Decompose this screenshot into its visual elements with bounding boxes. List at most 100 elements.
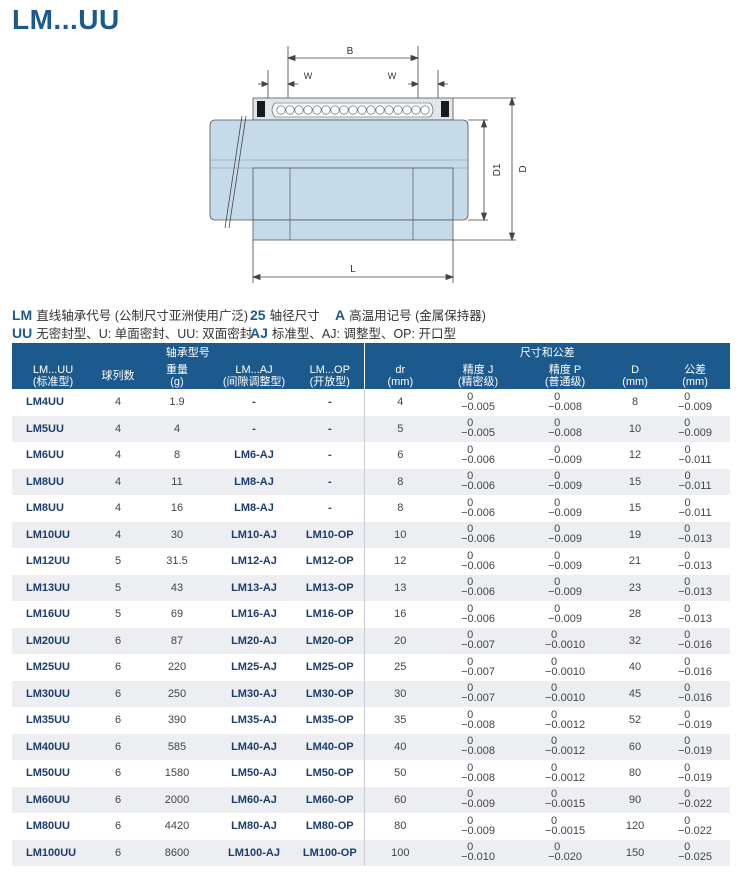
cell-tolerance-lower: −0.019 — [678, 745, 713, 758]
cell-precision-p-lower: −0.0015 — [545, 798, 586, 811]
cell-outer-diameter: 19 — [610, 521, 661, 548]
cell-precision-p: 0−0.009 — [520, 495, 610, 522]
cell-tolerance: 0−0.019 — [660, 733, 731, 760]
cell-precision-j-upper: 0 — [467, 655, 474, 668]
cell-tolerance-lower: −0.022 — [678, 824, 713, 837]
cell-precision-j-values: 0−0.009 — [461, 815, 495, 836]
cell-precision-p-values: 0−0.020 — [548, 842, 583, 864]
cell-model-aj: LM30-AJ — [212, 680, 296, 707]
cell-tolerance-values: 0−0.013 — [678, 603, 712, 624]
cell-weight: 43 — [142, 574, 212, 601]
cell-weight: 2000 — [142, 786, 212, 813]
specification-table: 轴承型号 尺寸和公差 LM...UU(标准型)球列数重量(g)LM...AJ(间… — [12, 343, 731, 866]
cell-model-op: LM25-OP — [296, 654, 365, 681]
cell-precision-j-values: 0−0.007 — [461, 683, 495, 704]
cell-model-uu: LM5UU — [12, 415, 94, 442]
cell-tolerance-upper: 0 — [684, 788, 691, 801]
cell-dr: 12 — [394, 555, 407, 568]
cell-precision-j-values: 0−0.005 — [461, 391, 495, 412]
cell-tolerance-lower: −0.013 — [678, 586, 713, 599]
cell-outer-diameter: 23 — [610, 574, 661, 601]
cell-precision-j-upper: 0 — [467, 629, 474, 642]
cell-precision-p: 0−0.008 — [520, 415, 611, 442]
cell-model-uu: LM20UU — [12, 627, 94, 654]
cell-tolerance: 0−0.025 — [660, 839, 731, 866]
cell-model-op: - — [296, 389, 365, 416]
cell-precision-p-upper: 0 — [554, 417, 561, 430]
cell-model-op: LM20-OP — [296, 627, 365, 654]
cell-dr: 20 — [364, 627, 437, 654]
cell-precision-j: 0−0.006 — [436, 468, 521, 495]
cell-tolerance-values: 0−0.013 — [678, 577, 713, 599]
cell-precision-p-values: 0−0.0010 — [545, 656, 585, 677]
cell-weight: 30 — [142, 521, 212, 548]
cell-model-op: - — [296, 415, 365, 442]
cell-precision-p-lower: −0.009 — [548, 559, 583, 572]
cell-precision-j-values: 0−0.009 — [461, 789, 495, 810]
cell-dr: 6 — [397, 449, 404, 462]
cell-precision-j-values: 0−0.006 — [461, 550, 495, 571]
cell-dr: 16 — [394, 608, 407, 621]
cell-precision-p-upper: 0 — [554, 576, 561, 589]
cell-precision-j-lower: −0.005 — [461, 427, 496, 440]
dimension-d — [453, 96, 516, 242]
cell-precision-p-values: 0−0.008 — [548, 391, 583, 413]
column-header-line-2: (普通级) — [544, 376, 586, 388]
column-header-line-1: LM...OP — [309, 364, 350, 376]
legend-code-aj: AJ — [250, 325, 268, 341]
cell-precision-j: 0−0.008 — [436, 760, 520, 787]
cell-tolerance-lower: −0.025 — [678, 851, 713, 864]
cell-tolerance-values: 0−0.013 — [678, 523, 712, 545]
cell-precision-p-values: 0−0.0012 — [545, 709, 585, 730]
cell-tolerance-values: 0−0.016 — [678, 630, 712, 651]
cell-precision-j-values: 0−0.007 — [461, 655, 495, 677]
cell-precision-p-lower: −0.008 — [548, 400, 583, 413]
cell-precision-j-lower: −0.006 — [461, 453, 496, 466]
cell-tolerance: 0−0.009 — [660, 389, 730, 416]
legend-text-aj: 标准型、AJ: 调整型、OP: 开口型 — [271, 327, 456, 341]
cell-weight: 1580 — [164, 767, 190, 780]
cell-tolerance: 0−0.013 — [660, 521, 731, 548]
column-header: 球列数 — [94, 363, 142, 389]
cell-precision-p-values: 0−0.009 — [548, 603, 582, 624]
cell-precision-p-lower: −0.0010 — [545, 639, 586, 652]
cell-precision-j-lower: −0.006 — [461, 533, 496, 546]
cell-tolerance-values: 0−0.016 — [678, 656, 712, 677]
cell-model-op: LM100-OP — [296, 839, 365, 866]
column-header-line-2: (mm) — [622, 376, 648, 388]
cell-outer-diameter: 28 — [628, 608, 642, 621]
cell-precision-j: 0−0.009 — [436, 813, 520, 840]
cell-precision-j-upper: 0 — [467, 443, 474, 456]
cell-tolerance: 0−0.022 — [660, 813, 730, 840]
cell-precision-j: 0−0.008 — [436, 707, 520, 734]
cell-model-aj: LM20-AJ — [212, 627, 296, 654]
cell-precision-j-values: 0−0.007 — [461, 629, 495, 651]
cell-precision-p-lower: −0.0010 — [545, 692, 586, 705]
cell-tolerance-upper: 0 — [684, 523, 691, 536]
cell-precision-j: 0−0.010 — [436, 839, 521, 866]
cell-model-aj: LM10-AJ — [212, 521, 296, 548]
cell-tolerance-values: 0−0.019 — [678, 709, 712, 730]
cell-precision-j-upper: 0 — [467, 761, 474, 774]
cell-model-op: LM10-OP — [296, 521, 365, 548]
cell-tolerance-values: 0−0.011 — [678, 471, 711, 492]
cell-tolerance-lower: −0.013 — [678, 559, 713, 572]
cell-precision-p: 0−0.020 — [520, 839, 611, 866]
cell-model-aj: LM16-AJ — [231, 608, 277, 621]
cell-outer-diameter: 10 — [610, 415, 661, 442]
cell-ball-rows: 6 — [94, 627, 142, 654]
cell-outer-diameter: 90 — [610, 786, 661, 813]
cell-model-op: - — [296, 468, 365, 495]
cell-weight: 250 — [142, 680, 212, 707]
cell-ball-rows: 6 — [94, 733, 142, 760]
cell-model-aj: LM60-AJ — [212, 786, 296, 813]
cell-ball-rows: 4 — [114, 502, 122, 515]
cell-precision-p-lower: −0.020 — [548, 851, 583, 864]
cell-outer-diameter: 21 — [628, 555, 642, 568]
cell-dr: 40 — [364, 733, 437, 760]
cell-model-op: LM16-OP — [296, 601, 365, 628]
